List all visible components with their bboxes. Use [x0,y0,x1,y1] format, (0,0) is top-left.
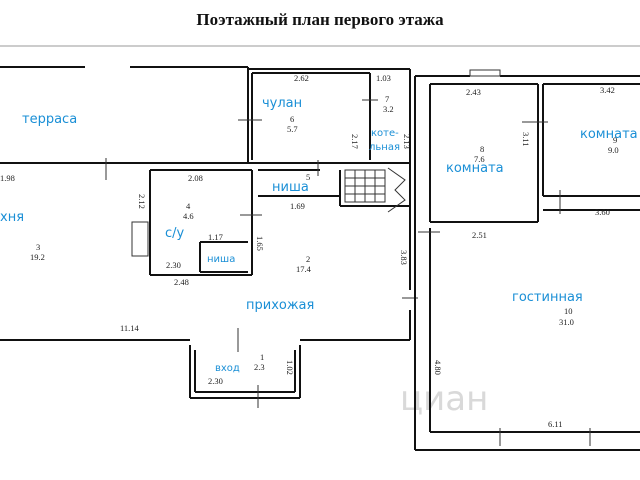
room-bedroom-b: комната [580,127,638,142]
room-number: 4 [186,201,191,211]
dim-label: 6.11 [548,419,563,429]
room-boiler-line2: льная [369,142,400,153]
room-number: 10 [564,306,573,316]
dim-label: 11.14 [120,323,140,333]
room-area: 31.0 [559,317,574,327]
room-area: 17.4 [296,264,312,274]
room-wc: с/у [165,226,185,241]
dim-label: 1.69 [290,201,305,211]
room-number: 2 [306,254,310,264]
dim-label: 3.42 [600,85,615,95]
room-number: 1 [260,352,264,362]
dim-label: 1.98 [0,173,15,183]
dim-label: 1.65 [255,236,265,251]
room-area: 2.3 [254,362,265,372]
room-number: 8 [480,144,484,154]
room-terrace: терраса [22,112,77,127]
room-number: 6 [290,114,294,124]
right-building-walls [414,69,640,451]
room-niche-lower: ниша [207,254,235,265]
dim-label: 2.62 [294,73,309,83]
room-pantry: чулан [262,96,302,111]
dim-label: 2.13 [402,134,412,149]
dimension-labels: 2.62 1.03 6 5.7 7 3.2 2.17 2.13 1.98 2.0… [0,73,619,429]
plan-title: Поэтажный план первого этажа [196,10,444,29]
room-boiler-line1: коте- [371,128,399,139]
dim-label: 3.60 [595,207,610,217]
room-number: 3 [36,242,40,252]
room-area: 4.6 [183,211,194,221]
room-number: 7 [385,94,389,104]
dim-label: 1.02 [285,360,295,375]
dim-label: 2.12 [137,194,147,209]
dim-label: 2.08 [188,173,203,183]
room-number: 9 [613,135,617,145]
dim-label: 2.48 [174,277,189,287]
dim-label: 3.83 [399,250,409,265]
dim-label: 2.30 [166,260,181,270]
room-niche-upper: ниша [272,180,309,195]
room-kitchen: хня [0,210,24,225]
dim-label: 1.17 [208,232,223,242]
dim-label: 2.51 [472,230,487,240]
room-number: 5 [306,172,310,182]
room-area: 3.2 [383,104,394,114]
dim-label: 2.17 [350,134,360,149]
room-living: гостинная [512,290,583,305]
dim-label: 4.80 [433,360,443,375]
room-area: 9.0 [608,145,619,155]
room-area: 19.2 [30,252,45,262]
dim-label: 2.30 [208,376,223,386]
dim-label: 2.43 [466,87,481,97]
room-area: 5.7 [287,124,298,134]
room-hall: прихожая [246,298,314,313]
room-area: 7.6 [474,154,485,164]
room-bedroom-a: комната [446,161,504,176]
room-entrance: вход [215,363,240,374]
dim-label: 1.03 [376,73,391,83]
left-building-walls [0,66,418,408]
watermark-text: циан [400,379,488,419]
dim-label: 3.11 [521,132,531,147]
